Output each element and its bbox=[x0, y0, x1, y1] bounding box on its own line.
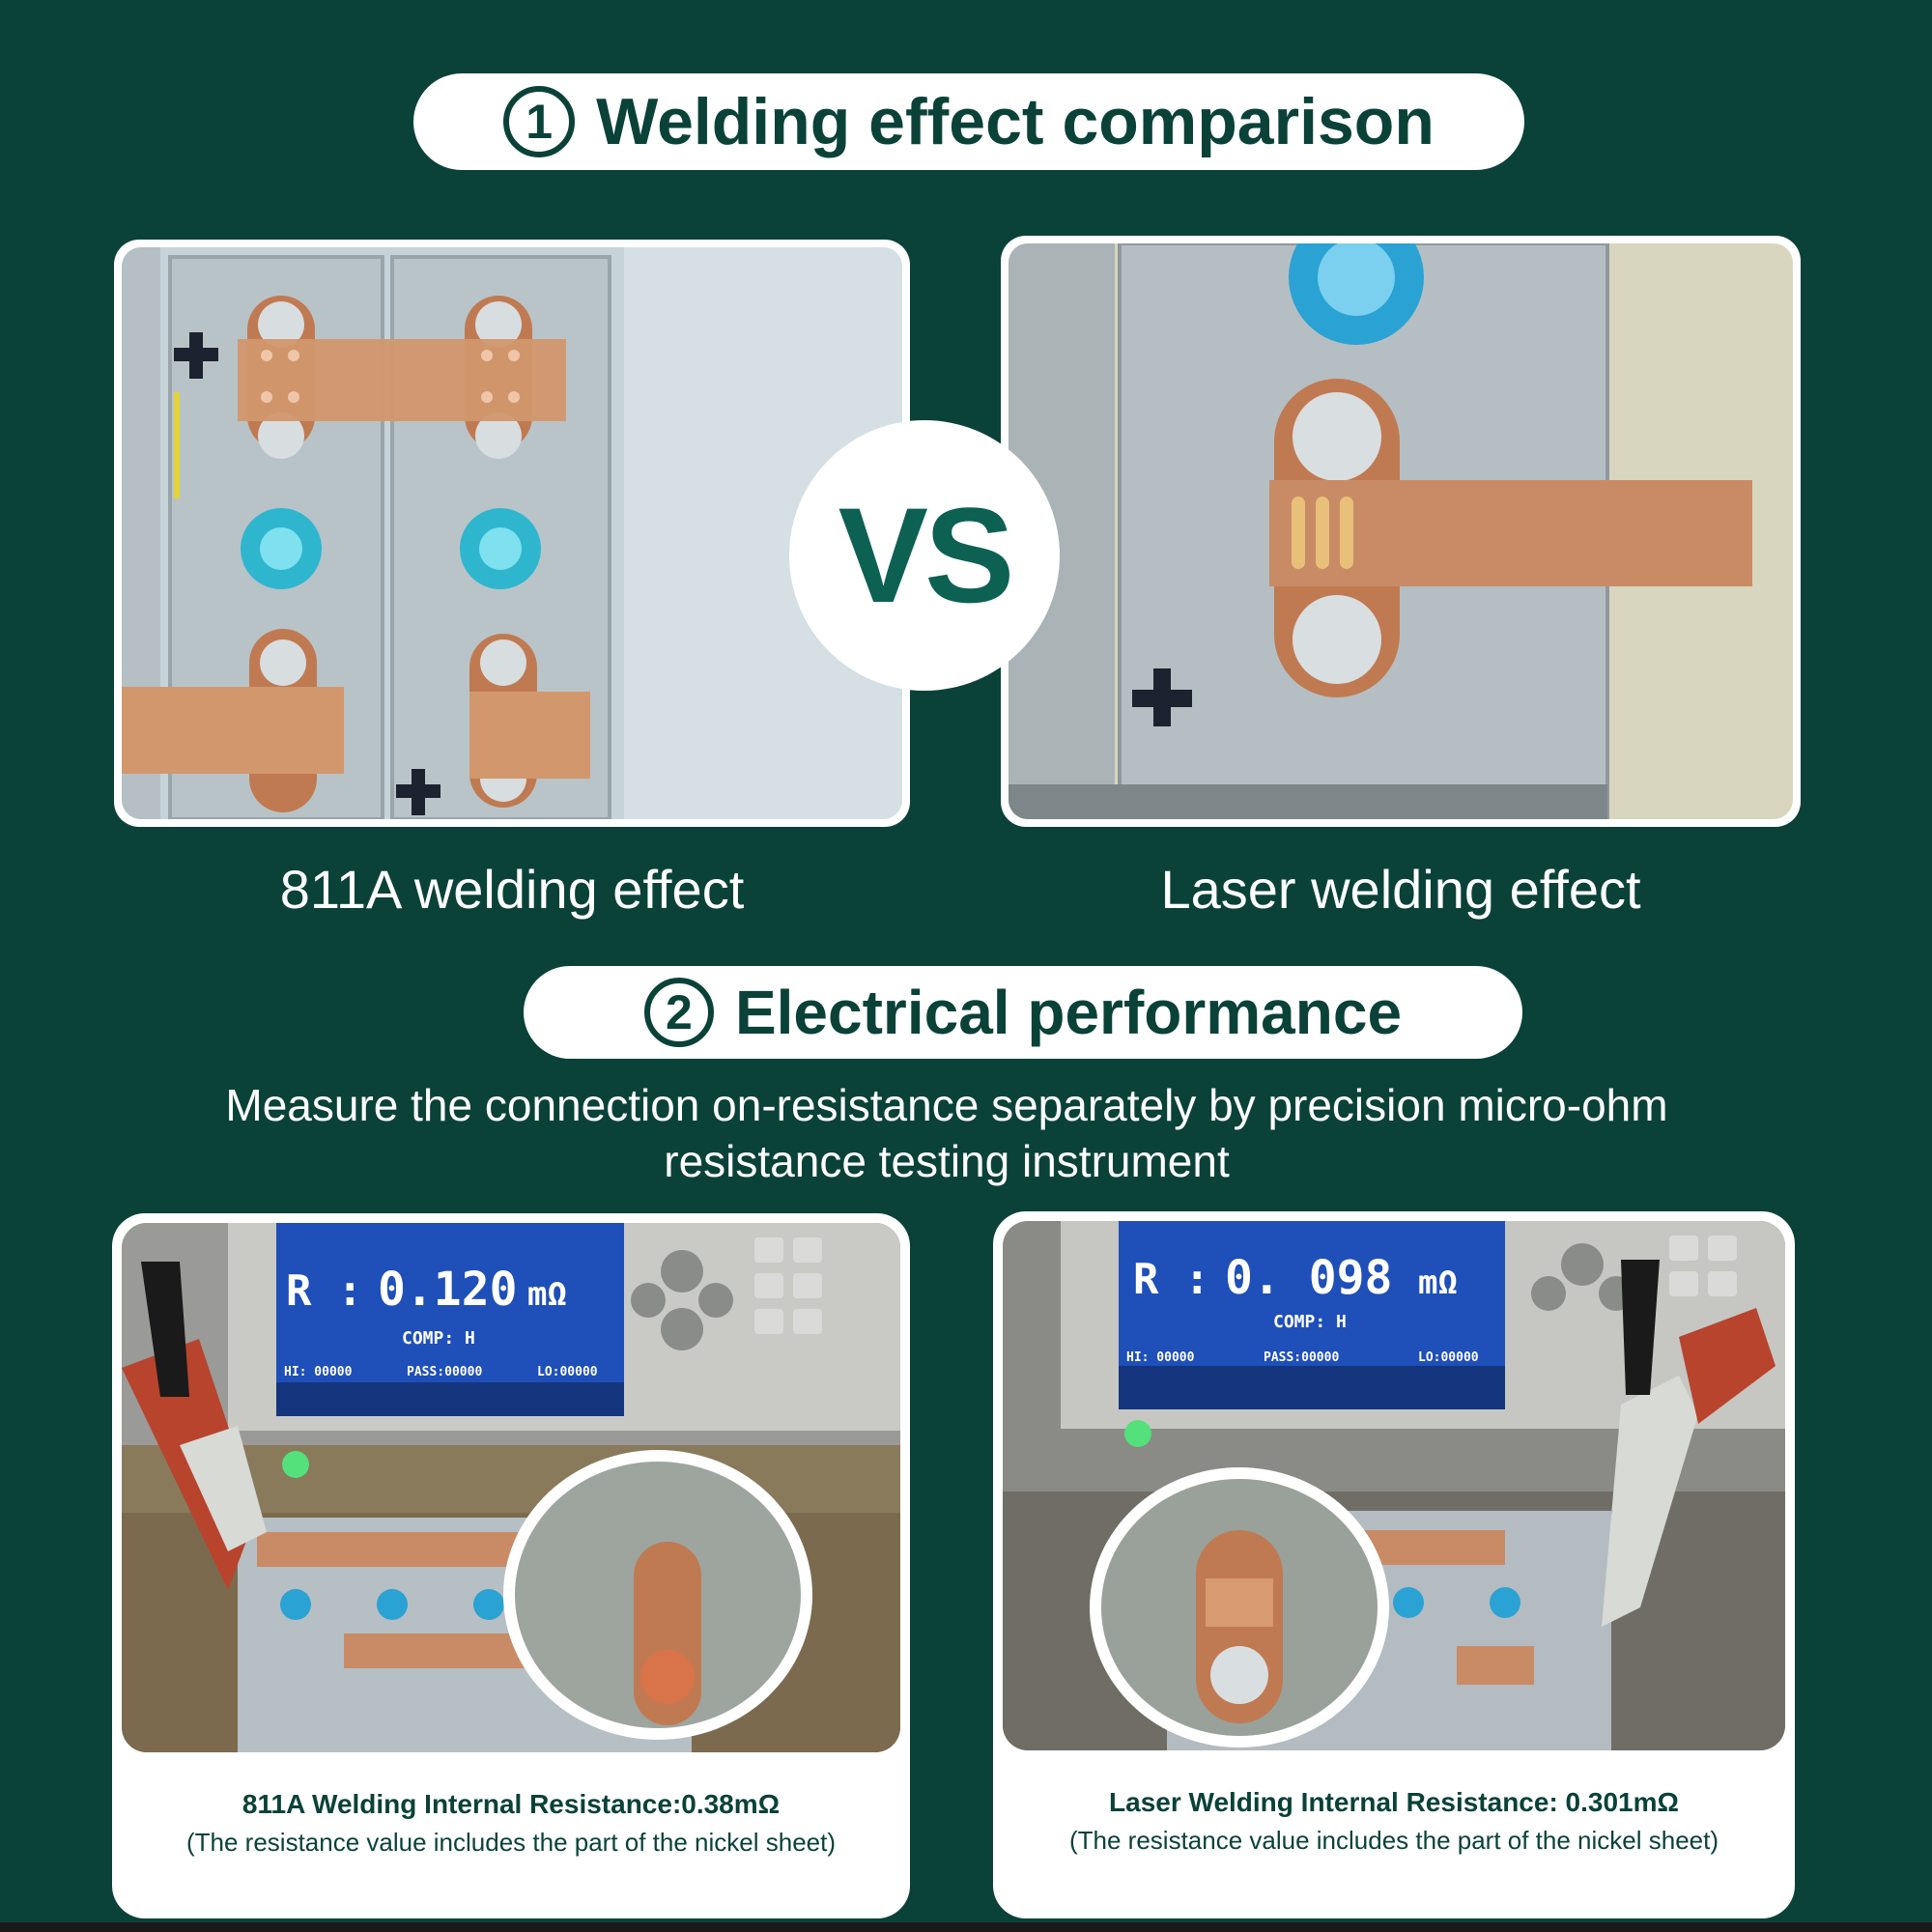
meter-photo-laser: R : 0. 098 mΩ COMP: H HI: 00000 PASS:000… bbox=[1003, 1221, 1785, 1750]
meter-laser-r-value: 0. 098 bbox=[1225, 1251, 1392, 1305]
section-2-title: Electrical performance bbox=[734, 978, 1403, 1047]
meter-laser-r-unit: mΩ bbox=[1418, 1264, 1458, 1302]
result-laser-note: (The resistance value includes the part … bbox=[1068, 1826, 1719, 1855]
meter-laser-comp: COMP: H bbox=[1273, 1312, 1347, 1332]
meter-811a-r-unit: mΩ bbox=[527, 1275, 567, 1314]
vs-badge: VS bbox=[789, 420, 1060, 691]
section-1-title: Welding effect comparison bbox=[596, 85, 1435, 158]
result-811a-title: 811A Welding Internal Resistance:0.38mΩ bbox=[242, 1789, 781, 1819]
photo-laser-illustration bbox=[1009, 243, 1793, 819]
photo-811a-image bbox=[122, 247, 902, 819]
section-1-header: 1 Welding effect comparison bbox=[413, 73, 1524, 170]
caption-811a: 811A welding effect bbox=[279, 859, 745, 920]
bottom-edge-strip bbox=[0, 1922, 1932, 1932]
photo-laser-image bbox=[1009, 243, 1793, 819]
meter-laser-lo: LO:00000 bbox=[1418, 1350, 1479, 1365]
meter-card-811a: R : 0.120 mΩ COMP: H HI: 00000 PASS:0000… bbox=[112, 1213, 910, 1918]
meter-laser-hi: HI: 00000 bbox=[1126, 1350, 1195, 1365]
meter-811a-comp: COMP: H bbox=[402, 1328, 475, 1349]
meter-811a-illustration: R : 0.120 mΩ COMP: H HI: 00000 PASS:0000… bbox=[122, 1223, 900, 1752]
intro-line-1: Measure the connection on-resistance sep… bbox=[225, 1080, 1668, 1130]
measurement-intro: Measure the connection on-resistance sep… bbox=[97, 1077, 1797, 1189]
meter-811a-hi: HI: 00000 bbox=[284, 1365, 353, 1379]
photo-laser-welding bbox=[1001, 236, 1801, 827]
intro-line-2: resistance testing instrument bbox=[664, 1136, 1230, 1186]
meter-laser-r-label: R : bbox=[1133, 1255, 1209, 1304]
meter-photo-811a: R : 0.120 mΩ COMP: H HI: 00000 PASS:0000… bbox=[122, 1223, 900, 1752]
section-2-number: 2 bbox=[643, 978, 714, 1047]
meter-card-laser: R : 0. 098 mΩ COMP: H HI: 00000 PASS:000… bbox=[993, 1211, 1795, 1918]
section-2-header: 2 Electrical performance bbox=[524, 966, 1522, 1059]
result-811a-note: (The resistance value includes the part … bbox=[185, 1828, 837, 1857]
meter-811a-lo: LO:00000 bbox=[537, 1365, 598, 1379]
meter-laser-pass: PASS:00000 bbox=[1264, 1350, 1339, 1365]
meter-811a-pass: PASS:00000 bbox=[407, 1365, 482, 1379]
photo-811a-illustration bbox=[122, 247, 902, 819]
result-laser-title: Laser Welding Internal Resistance: 0.301… bbox=[1109, 1787, 1679, 1817]
caption-laser: Laser welding effect bbox=[1160, 859, 1641, 920]
meter-laser-illustration: R : 0. 098 mΩ COMP: H HI: 00000 PASS:000… bbox=[1003, 1221, 1785, 1750]
meter-811a-r-label: R : bbox=[286, 1266, 362, 1316]
section-1-number: 1 bbox=[503, 86, 576, 157]
meter-811a-r-value: 0.120 bbox=[378, 1263, 518, 1317]
photo-811a-welding bbox=[114, 240, 910, 827]
